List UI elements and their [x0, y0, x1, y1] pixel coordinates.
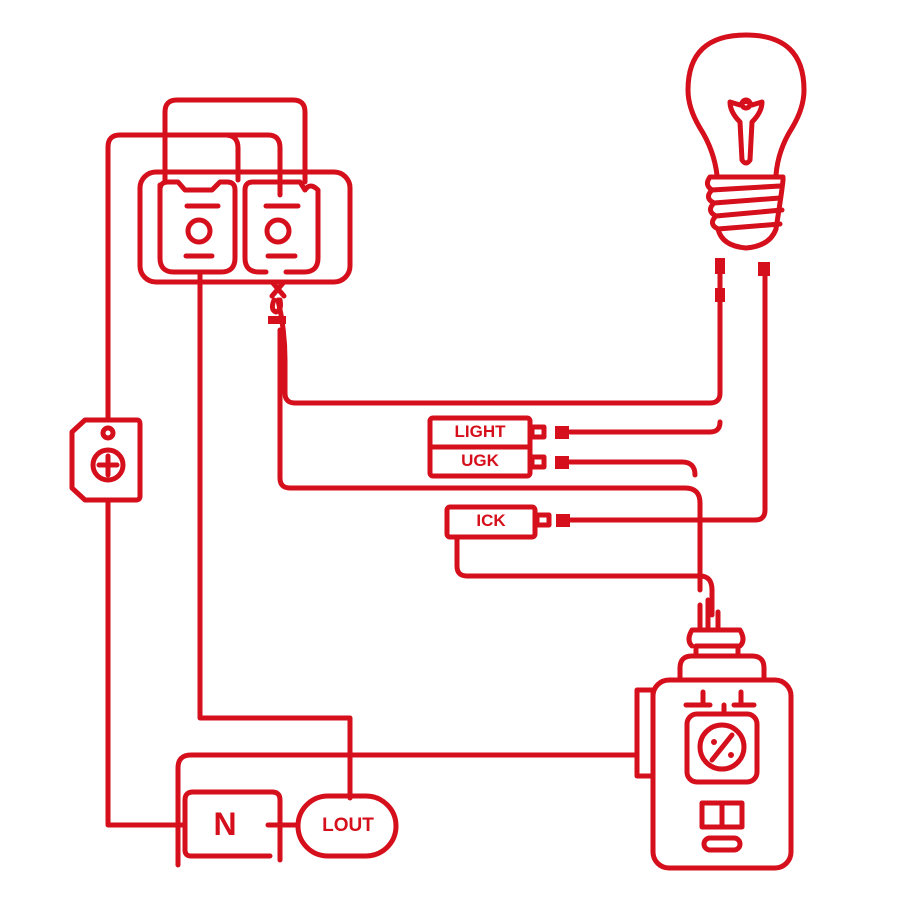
wire-switch1-to-lout [197, 272, 353, 801]
light-bulb-icon [685, 32, 807, 302]
wire-switch2-to-bulb [275, 267, 723, 406]
wire-top-loop [162, 97, 308, 185]
fuse-plus-icon [69, 417, 143, 503]
wire-ick [567, 267, 768, 523]
neutral-block [182, 789, 399, 863]
wire-light [567, 419, 723, 435]
wire-bottom-bus [175, 752, 639, 868]
label-neutral: N [213, 806, 237, 842]
label-light: LIGHT [454, 422, 506, 441]
wires [105, 97, 768, 868]
wire-fuse-to-neutral [105, 497, 188, 828]
wire-ick-to-device [454, 535, 715, 618]
power-device-icon[interactable] [634, 597, 794, 871]
label-lout: LOUT [322, 815, 374, 836]
wire-switch2-to-device [277, 327, 703, 593]
wire-left-feed-branch [222, 132, 283, 198]
label-boxes [427, 415, 570, 540]
wire-left-feed [105, 132, 241, 423]
label-ugk: UGK [461, 451, 499, 470]
label-ick: ICK [476, 511, 506, 530]
wire-ugk [567, 459, 698, 478]
double-switch-icon[interactable] [137, 169, 353, 324]
